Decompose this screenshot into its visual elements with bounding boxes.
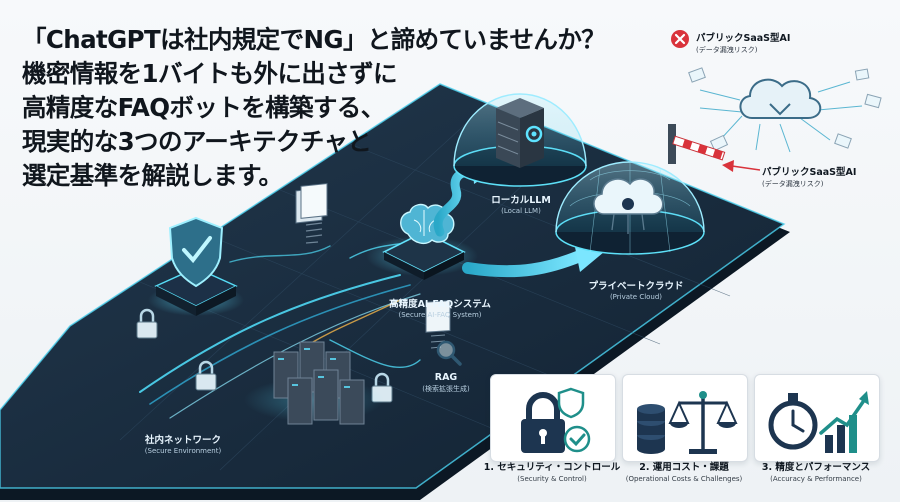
headline-line-4: 現実的な3つのアーキテクチャと xyxy=(22,127,372,156)
label-sub: (Local LLM) xyxy=(501,207,541,215)
criteria-subtitle: (Security & Control) xyxy=(517,475,587,483)
label-main: 社内ネットワーク xyxy=(144,435,221,446)
label-secure-faq: 高精度AI-FAQシステム (Secure AI-FAQ System) xyxy=(370,296,510,319)
label-sub: (データ漏洩リスク) xyxy=(696,46,758,54)
shield-icon xyxy=(148,216,244,316)
criteria-subtitle: (Operational Costs & Challenges) xyxy=(625,475,743,483)
arrow-head xyxy=(722,160,734,172)
document-icon xyxy=(295,183,328,244)
criteria-subtitle: (Accuracy & Performance) xyxy=(770,475,862,483)
label-main: ローカルLLM xyxy=(491,195,551,206)
label-sub: (検索拡張生成) xyxy=(422,385,470,393)
criteria-title: 1. セキュリティ・コントロール xyxy=(483,462,621,473)
label-public-saas-top: パブリックSaaS型AI (データ漏洩リスク) xyxy=(696,30,790,55)
server-rack-icon xyxy=(244,341,384,425)
coins-scale-icon xyxy=(637,391,738,454)
cloud-icon xyxy=(593,178,664,234)
label-sub: (Secure Environment) xyxy=(144,447,222,455)
lock-check-icon xyxy=(521,387,591,453)
stopwatch-chart-icon xyxy=(768,391,869,453)
flow-arrow-right xyxy=(462,250,586,278)
data-flow-lines xyxy=(139,239,421,419)
headline-line-2: 機密情報を1バイトも外に出さずに xyxy=(22,59,398,88)
label-main: プライベートクラウド xyxy=(588,281,684,292)
server-icon xyxy=(496,98,544,168)
criteria-label-cost: 2. 運用コスト・課題 (Operational Costs & Challen… xyxy=(609,459,759,483)
magnifier-document-icon xyxy=(425,299,462,366)
criteria-label-security: 1. セキュリティ・コントロール (Security & Control) xyxy=(477,459,627,483)
headline-line-3: 高精度なFAQボットを構築する、 xyxy=(22,93,385,122)
label-local-llm: ローカルLLM (Local LLM) xyxy=(466,192,576,215)
headline-line-1: 「ChatGPTは社内規定でNG」と諦めていませんか？ xyxy=(22,25,606,54)
label-rag: RAG (検索拡張生成) xyxy=(396,372,496,394)
barrier-gate xyxy=(668,124,726,164)
criteria-card-cost xyxy=(622,374,748,462)
headline-line-5: 選定基準を解説します。 xyxy=(22,161,283,190)
close-icon xyxy=(671,30,689,48)
criteria-title: 2. 運用コスト・課題 xyxy=(639,462,729,473)
label-main: パブリックSaaS型AI xyxy=(762,167,857,178)
label-sub: (Secure AI-FAQ System) xyxy=(398,311,482,319)
label-main: RAG xyxy=(434,372,458,383)
risk-arrow xyxy=(731,165,761,171)
private-cloud-dome xyxy=(555,161,705,255)
criteria-card-security xyxy=(490,374,616,462)
criteria-card-accuracy xyxy=(754,374,880,462)
local-llm-dome xyxy=(453,93,587,187)
criteria-title: 3. 精度とパフォーマンス xyxy=(761,462,871,473)
label-internal-network: 社内ネットワーク (Secure Environment) xyxy=(128,432,238,455)
label-sub: (Private Cloud) xyxy=(609,293,663,301)
padlock-icon xyxy=(195,360,217,391)
public-saas-cloud xyxy=(688,67,882,153)
label-sub: (データ漏洩リスク) xyxy=(762,180,824,188)
label-public-saas-bottom: パブリックSaaS型AI (データ漏洩リスク) xyxy=(762,164,856,189)
criteria-label-accuracy: 3. 精度とパフォーマンス (Accuracy & Performance) xyxy=(741,459,891,483)
label-main: パブリックSaaS型AI xyxy=(696,33,791,44)
label-private-cloud: プライベートクラウド (Private Cloud) xyxy=(576,278,696,301)
padlock-icon xyxy=(136,308,158,339)
label-main: 高精度AI-FAQシステム xyxy=(389,299,491,310)
